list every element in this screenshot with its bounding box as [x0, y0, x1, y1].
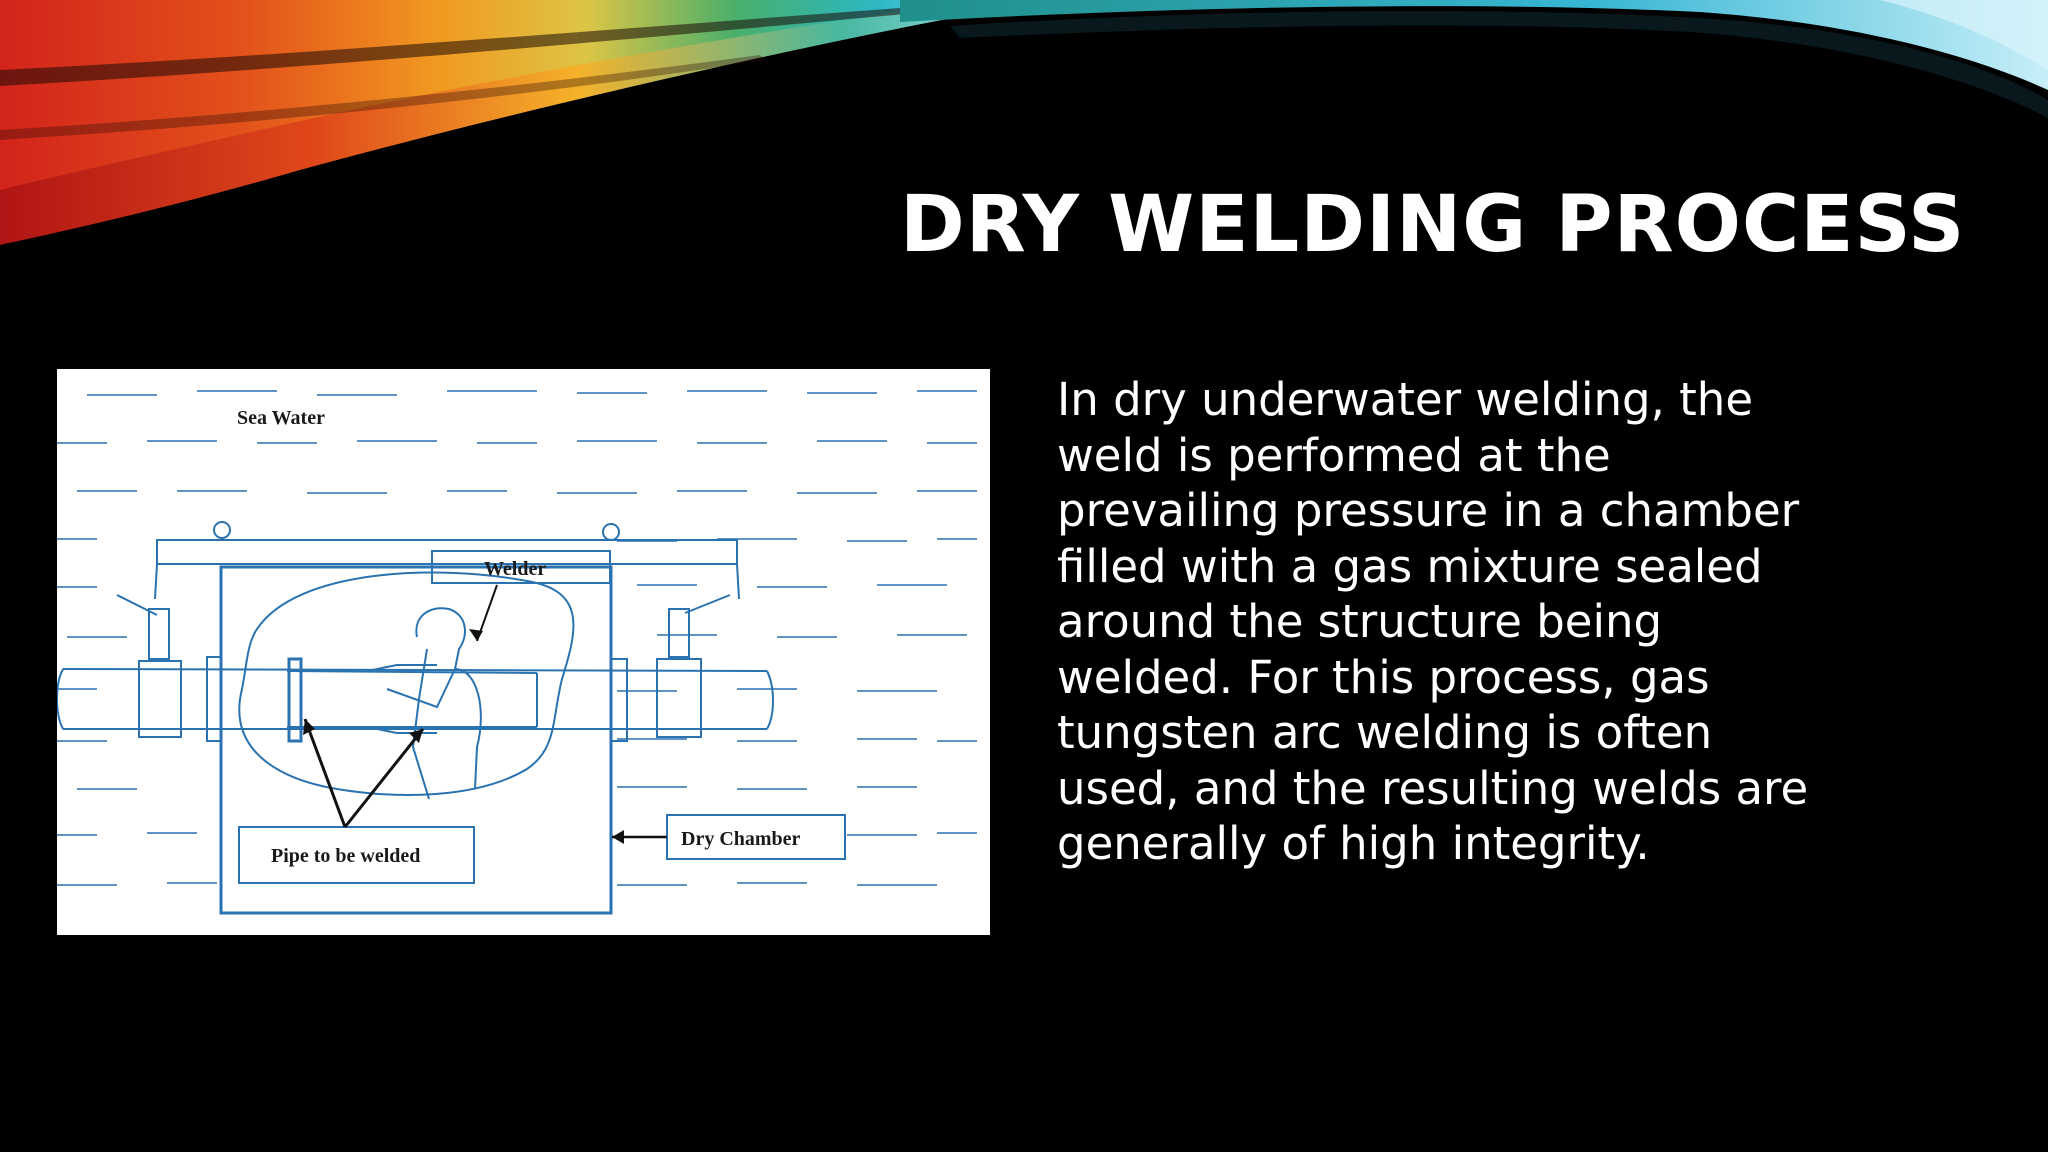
body-line: prevailing pressure in a chamber — [1057, 484, 1800, 537]
label-dry-chamber: Dry Chamber — [681, 828, 801, 850]
body-line: welded. For this process, gas — [1057, 650, 1710, 704]
body-line: generally of high integrity. — [1057, 817, 1650, 870]
body-line: In dry underwater welding, the — [1057, 373, 1754, 426]
body-line: used, and the resulting welds are — [1057, 761, 1809, 815]
decorative-banner — [0, 0, 2048, 245]
body-line: tungsten arc welding is often — [1057, 706, 1713, 759]
slide-title: DRY WELDING PROCESS — [900, 180, 1966, 270]
label-sea-water: Sea Water — [237, 407, 325, 429]
label-welder: Welder — [484, 558, 546, 580]
body-line: around the structure being — [1057, 595, 1663, 648]
body-line: weld is performed at the — [1057, 428, 1611, 482]
label-pipe-to-be-welded: Pipe to be welded — [271, 845, 420, 867]
sea-water-dashes — [57, 390, 977, 886]
dry-chamber-diagram: Sea Water Welder Pipe to be welded Dry C… — [57, 369, 990, 935]
diagram-drawing: Sea Water Welder Pipe to be welded Dry C… — [57, 390, 977, 915]
body-paragraph: In dry underwater welding, the weld is p… — [1057, 372, 1957, 872]
body-line: filled with a gas mixture sealed — [1057, 539, 1763, 593]
